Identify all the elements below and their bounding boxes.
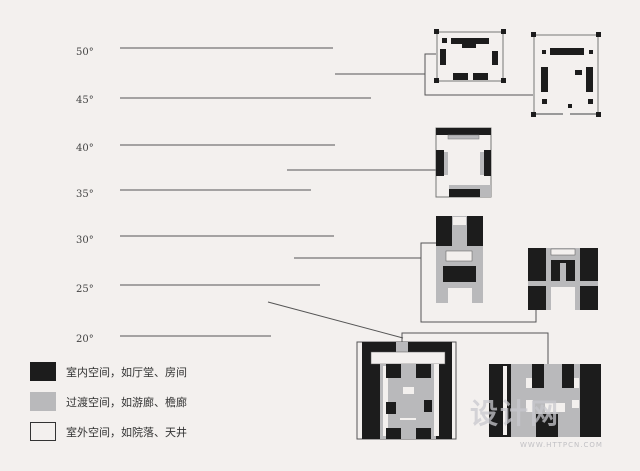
latitude-label-30: 30°: [76, 235, 94, 246]
watermark-url: WWW.HTTPCN.COM: [520, 441, 603, 449]
latitude-label-45: 45°: [76, 95, 94, 106]
legend-label: 室外空间，如院落、天井: [66, 425, 187, 439]
legend-label: 过渡空间，如游廊、檐廊: [66, 395, 187, 409]
latitude-label-20: 20°: [76, 334, 94, 345]
connector-lines: [267, 53, 549, 364]
connector: [267, 301, 404, 339]
legend-swatch-indoor: [30, 362, 56, 381]
legend-item-indoor: 室内空间，如厅堂、房间: [30, 362, 187, 381]
legend-swatch-outdoor: [30, 422, 56, 441]
latitude-label-25: 25°: [76, 284, 94, 295]
watermark: 设计网: [470, 397, 561, 430]
plan-40: [435, 127, 492, 198]
legend-item-transition: 过渡空间，如游廊、檐廊: [30, 392, 187, 411]
connector: [401, 332, 549, 364]
connector: [424, 53, 533, 96]
latitude-lines: [120, 47, 371, 337]
plan-30-b: [528, 248, 598, 310]
legend-item-outdoor: 室外空间，如院落、天井: [30, 422, 187, 441]
latitude-label-40: 40°: [76, 143, 94, 154]
plan-30-a: [436, 216, 483, 303]
latitude-label-35: 35°: [76, 189, 94, 200]
plan-20-a: [356, 341, 457, 440]
plan-50-b: [531, 32, 601, 117]
plan-20-b: [489, 364, 601, 437]
legend-swatch-transition: [30, 392, 56, 411]
legend-label: 室内空间，如厅堂、房间: [66, 365, 187, 379]
plan-50-a: [434, 29, 506, 83]
latitude-label-50: 50°: [76, 47, 94, 58]
connector: [420, 242, 537, 323]
